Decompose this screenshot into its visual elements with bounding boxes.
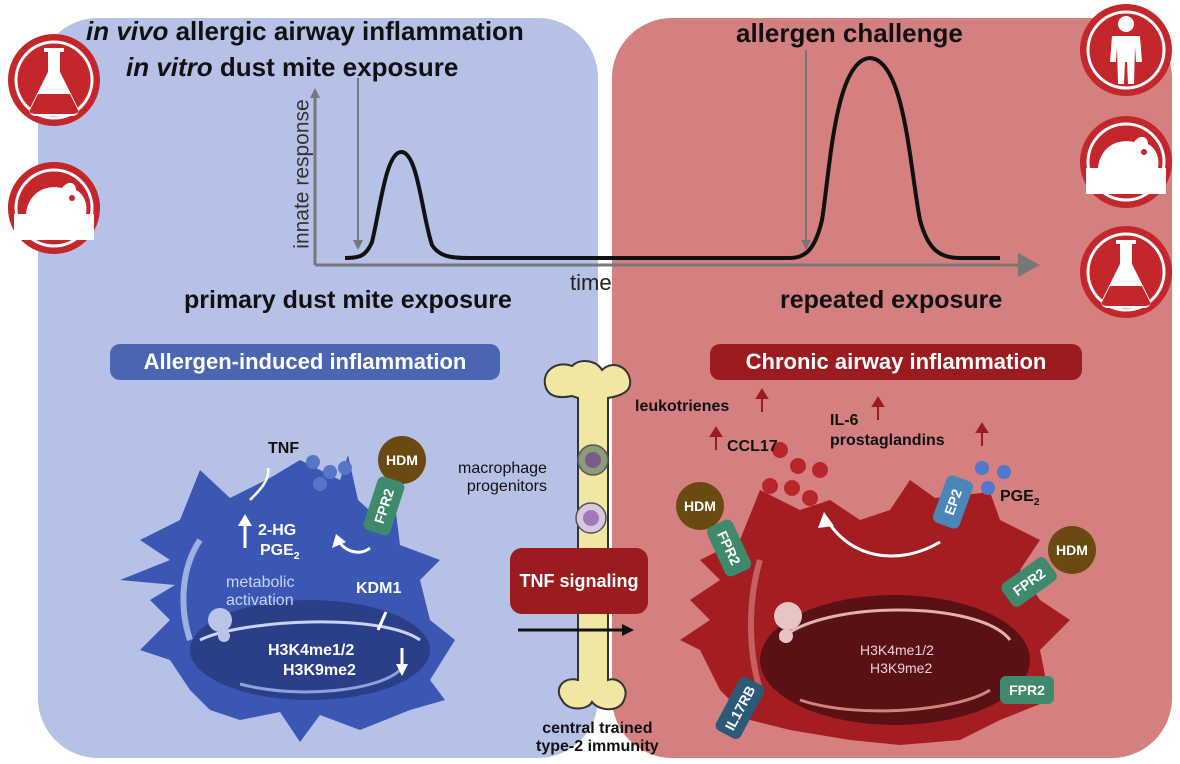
red-nucleus bbox=[760, 595, 1030, 725]
mouse-icon bbox=[8, 162, 100, 254]
repeated-exposure-label: repeated exposure bbox=[780, 286, 1003, 314]
hg-label: 2-HG bbox=[258, 522, 297, 539]
hdm-ball: HDM bbox=[378, 436, 426, 484]
h3k4-label: H3K4me1/2 bbox=[268, 642, 355, 659]
x-axis-arrowhead bbox=[1018, 253, 1040, 277]
human-icon bbox=[1080, 4, 1172, 96]
tnf-label: TNF bbox=[268, 440, 300, 457]
primary-exposure-label: primary dust mite exposure bbox=[184, 286, 512, 314]
ccl17-label: CCL17 bbox=[727, 438, 778, 455]
prostaglandins-label: prostaglandins bbox=[830, 432, 945, 449]
leukotrienes-label: leukotrienes bbox=[635, 398, 730, 415]
h3k9-label: H3K9me2 bbox=[283, 662, 356, 679]
innate-response-curve bbox=[344, 55, 1000, 260]
hdm-ball: HDM bbox=[676, 482, 724, 530]
allergen-challenge-label: allergen challenge bbox=[736, 18, 963, 48]
title-line-2: in vitro dust mite exposure bbox=[126, 52, 459, 82]
h3k9-label: H3K9me2 bbox=[870, 660, 933, 676]
mouse-icon bbox=[1080, 116, 1172, 208]
tnf-signaling-badge: TNF signaling bbox=[510, 548, 648, 614]
pge2-label: PGE2 bbox=[1000, 488, 1040, 509]
right-banner: Chronic airway inflammation bbox=[710, 344, 1082, 380]
up-arrows bbox=[709, 388, 989, 450]
left-banner: Allergen-induced inflammation bbox=[110, 344, 500, 380]
metabolic-activation-label: metabolic activation bbox=[226, 574, 295, 609]
x-axis-label: time bbox=[570, 270, 612, 295]
hdm-ball: HDM bbox=[1048, 526, 1096, 574]
h3k4-label: H3K4me1/2 bbox=[860, 642, 934, 658]
macrophage-progenitors-label: macrophage progenitors bbox=[458, 460, 547, 495]
il6-label: IL-6 bbox=[830, 412, 859, 429]
kdm1-label: KDM1 bbox=[356, 580, 402, 597]
title-line-1: in vivo allergic airway inflammation bbox=[86, 16, 524, 46]
flask-icon bbox=[1080, 226, 1172, 318]
pge2-label: PGE2 bbox=[260, 542, 300, 563]
central-trained-label: central trained type-2 immunity bbox=[536, 720, 659, 755]
fpr2-receptor: FPR2 bbox=[1000, 676, 1054, 704]
flask-icon bbox=[8, 34, 100, 126]
